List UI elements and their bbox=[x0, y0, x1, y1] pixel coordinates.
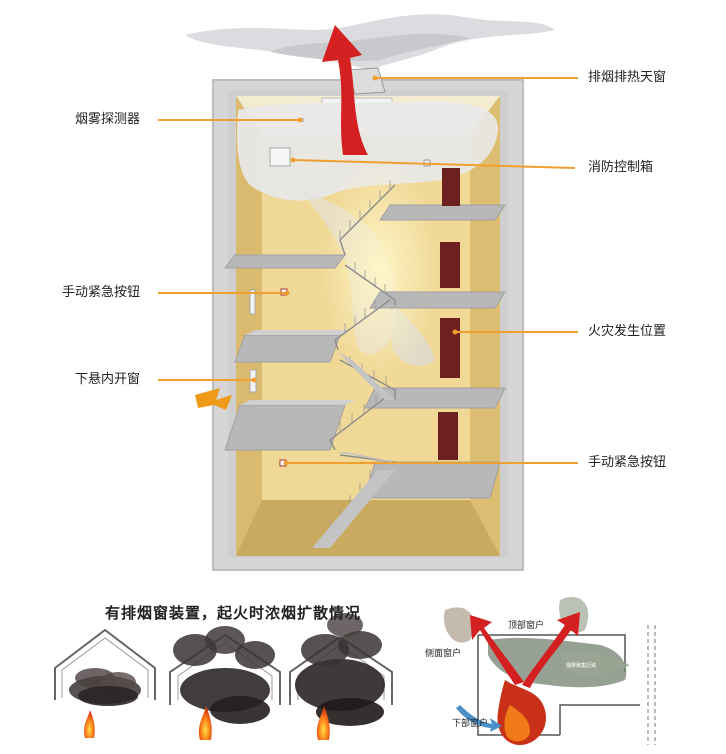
inset-arrow-right bbox=[522, 612, 580, 688]
callout-lines bbox=[158, 77, 578, 464]
inset-arrow-left bbox=[470, 615, 524, 685]
ceiling-smoke bbox=[237, 101, 499, 201]
callout-fire-control-box: 消防控制箱 bbox=[588, 160, 654, 175]
exhaust-arrow bbox=[322, 25, 368, 155]
callout-manual-button-left: 手动紧急按钮 bbox=[62, 285, 141, 300]
inset-intake-arrow bbox=[456, 705, 502, 732]
callout-manual-button-right: 手动紧急按钮 bbox=[588, 455, 667, 470]
inset-diagram bbox=[444, 596, 656, 745]
door-3 bbox=[440, 242, 460, 288]
inset-label-top-window: 顶部窗户 bbox=[508, 621, 545, 631]
door-fire bbox=[440, 318, 460, 378]
callout-bottom-hung-window: 下悬内开窗 bbox=[75, 372, 141, 387]
door-4 bbox=[442, 168, 460, 206]
inset-label-smoke-layer: 烟雾聚集区域 bbox=[566, 663, 597, 669]
inset-label-side-window: 侧面窗户 bbox=[425, 649, 462, 659]
house-no-vent-1 bbox=[54, 628, 156, 738]
house-no-vent-2 bbox=[169, 626, 281, 740]
inset-label-lower-window: 下部窗户 bbox=[452, 719, 489, 729]
callout-smoke-detector: 烟雾探测器 bbox=[75, 112, 141, 127]
bottom-caption: 有排烟窗装置，起火时浓烟扩散情况 bbox=[105, 604, 362, 622]
floor-slabs bbox=[223, 204, 506, 499]
callout-fire-location: 火灾发生位置 bbox=[588, 324, 667, 339]
callout-smoke-vent-skylight: 排烟排热天窗 bbox=[588, 70, 667, 85]
house-no-vent-3 bbox=[289, 613, 393, 740]
door-1 bbox=[438, 412, 458, 460]
intake-arrow bbox=[195, 388, 232, 410]
fire-control-box bbox=[269, 147, 291, 167]
